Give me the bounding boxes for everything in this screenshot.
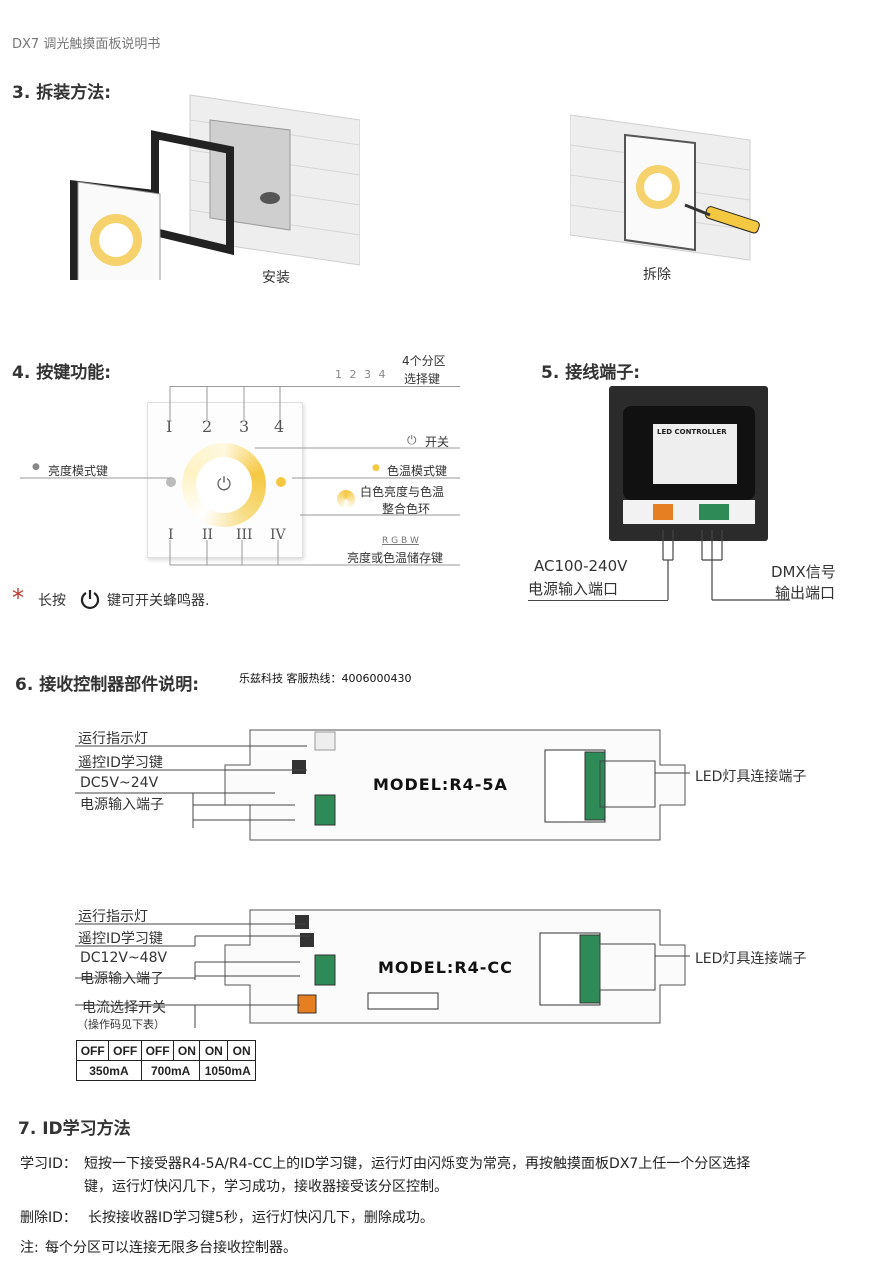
ring-mini-icon <box>337 490 355 508</box>
note-text: 每个分区可以连接无限多台接收控制器。 <box>45 1240 297 1256</box>
r4-cc-learn-label: 遥控ID学习键 <box>78 931 163 947</box>
code-cell: ON <box>173 1040 201 1061</box>
code-cell: OFF <box>75 1040 110 1061</box>
power-icon <box>80 590 100 610</box>
current-row: 350mA 700mA 1050mA <box>76 1060 256 1081</box>
current-code-table: OFF OFF OFF ON ON ON 350mA 700mA 1050mA <box>75 1040 256 1081</box>
note-post: 键可开关蜂鸣器. <box>107 593 210 609</box>
code-cell: ON <box>199 1040 229 1061</box>
r4-5a-right-lines <box>599 760 690 808</box>
brightness-mode-label: 亮度模式键 <box>48 464 109 478</box>
note-label: 注: <box>20 1240 39 1256</box>
section-7-title: 7. ID学习方法 <box>18 1119 131 1139</box>
terminal-strip <box>623 500 755 524</box>
r4-cc-device <box>224 909 686 1024</box>
code-cell: ON <box>227 1040 256 1061</box>
zone-label-line2: 选择键 <box>404 372 441 386</box>
removal-illustration <box>570 114 760 261</box>
brightness-mode-button[interactable] <box>166 477 176 487</box>
current-cell: 1050mA <box>199 1060 256 1081</box>
center-power-button[interactable]: ⏻ <box>196 457 252 513</box>
section-6-title: 6. 接收控制器部件说明: <box>15 675 200 695</box>
dmx-label-line1: DMX信号 <box>771 563 836 581</box>
learn-id-text-2: 键，运行灯快闪几下，学习成功，接收器接受该分区控制。 <box>84 1179 448 1195</box>
panel-callouts <box>20 386 460 566</box>
scene-3-key[interactable]: III <box>236 527 253 543</box>
r4-cc-right-lines <box>599 943 690 991</box>
rgbw-label: R G B W <box>382 536 419 546</box>
r4-5a-run-label: 运行指示灯 <box>78 731 148 747</box>
zone-1-key[interactable]: I <box>166 417 173 436</box>
ct-mode-icon: ● <box>372 463 380 473</box>
r4-5a-dc-label: DC5V~24V <box>80 775 159 791</box>
zone-4-key[interactable]: 4 <box>274 417 285 436</box>
zone-callout-line <box>170 386 460 387</box>
r4-cc-led-label: LED灯具连接端子 <box>695 951 807 967</box>
code-cell: OFF <box>140 1040 175 1061</box>
learn-id-text-1: 短按一下接受器R4-5A/R4-CC上的ID学习键，运行灯由闪烁变为常亮，再按触… <box>84 1156 751 1172</box>
power-small-icon: ⏻ <box>407 433 417 447</box>
note-pre: 长按 <box>38 593 66 609</box>
section-3-title: 3. 拆装方法: <box>12 83 112 103</box>
code-row: OFF OFF OFF ON ON ON <box>75 1040 256 1061</box>
ring-label-line1: 白色亮度与色温 <box>360 485 445 499</box>
ac-terminal <box>653 504 673 520</box>
note-star: * <box>12 584 24 612</box>
dmx-label-line2: 输出端口 <box>775 584 836 602</box>
current-cell: 700mA <box>140 1060 201 1081</box>
brightness-mode-icon: ● <box>32 462 40 472</box>
r4-5a-learn-label: 遥控ID学习键 <box>78 755 163 771</box>
zone-3-key[interactable]: 3 <box>239 417 250 436</box>
r4-cc-power-label: 电源输入端子 <box>80 971 164 987</box>
install-caption: 安装 <box>262 270 290 286</box>
r4-5a-model: MODEL:R4-5A <box>373 775 508 794</box>
delete-id-label: 删除ID： <box>20 1210 77 1226</box>
r4-5a-left-lines <box>75 745 307 828</box>
scene-1-key[interactable]: I <box>168 527 174 543</box>
delete-id-text: 长按接收器ID学习键5秒，运行灯快闪几下，删除成功。 <box>88 1210 434 1226</box>
r4-5a-led-label: LED灯具连接端子 <box>695 769 807 785</box>
r4-cc-current-note: （操作码见下表） <box>77 1018 165 1031</box>
ac-label-line1: AC100-240V <box>534 557 628 575</box>
ring-label-line2: 整合色环 <box>382 502 431 516</box>
ac-label-line2: 电源输入端口 <box>528 580 619 598</box>
section-5-title: 5. 接线端子: <box>541 363 641 383</box>
color-ring[interactable]: ⏻ <box>182 443 266 527</box>
remove-caption: 拆除 <box>643 267 671 283</box>
zone-label-line1: 4个分区 <box>402 354 446 368</box>
ac-underline <box>528 600 668 601</box>
controller-callouts <box>662 530 790 601</box>
r4-cc-model: MODEL:R4-CC <box>378 958 513 977</box>
zone-digits: 1 2 3 4 <box>335 368 388 381</box>
section-4-title: 4. 按键功能: <box>12 363 112 383</box>
dx7-panel: I 2 3 4 ⏻ I II III IV <box>147 402 303 558</box>
learn-id-label: 学习ID： <box>20 1156 77 1172</box>
controller-label: LED CONTROLLER <box>657 428 727 436</box>
dmx-terminal <box>699 504 729 520</box>
company-hotline: 乐兹科技 客服热线：4006000430 <box>239 672 412 685</box>
scene-4-key[interactable]: IV <box>270 527 286 543</box>
install-illustration <box>70 94 360 280</box>
r4-cc-run-label: 运行指示灯 <box>78 909 148 925</box>
r4-5a-power-label: 电源输入端子 <box>80 797 164 813</box>
r4-cc-left-lines <box>75 923 310 1028</box>
r4-5a-device <box>224 729 686 841</box>
ct-mode-label: 色温模式键 <box>387 464 448 478</box>
zone-2-key[interactable]: 2 <box>202 417 213 436</box>
r4-cc-dc-label: DC12V~48V <box>80 950 168 966</box>
ct-mode-button[interactable] <box>276 477 286 487</box>
store-label: 亮度或色温储存键 <box>347 551 444 565</box>
power-label: 开关 <box>425 435 450 449</box>
controller-body: LED CONTROLLER <box>623 406 755 500</box>
r4-cc-current-switch-label: 电流选择开关 <box>82 1000 166 1016</box>
document-title: DX7 调光触摸面板说明书 <box>12 37 161 52</box>
scene-2-key[interactable]: II <box>202 527 214 543</box>
controller-label-plate: LED CONTROLLER <box>653 424 737 484</box>
controller-back: LED CONTROLLER <box>609 386 768 541</box>
code-cell: OFF <box>108 1040 142 1061</box>
current-cell: 350mA <box>76 1060 142 1081</box>
